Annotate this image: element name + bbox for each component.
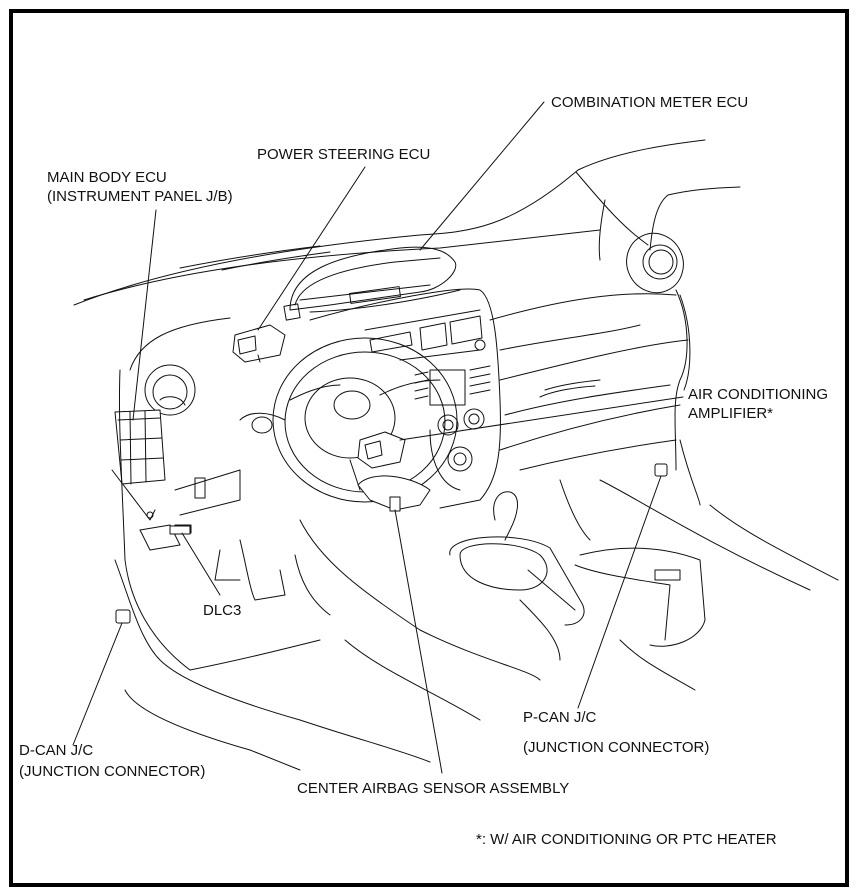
p-can-junction-connector (654, 463, 668, 477)
leader-center-airbag (394, 509, 443, 774)
leader-dlc3 (181, 532, 221, 596)
main-body-ecu (111, 317, 231, 521)
dashboard-outline (73, 139, 741, 471)
label-center-airbag-sensor: CENTER AIRBAG SENSOR ASSEMBLY (297, 780, 570, 797)
dlc3-connector (169, 525, 191, 535)
leader-lines (72, 101, 684, 774)
leader-air-conditioning (399, 396, 684, 441)
center-console (449, 439, 839, 691)
leader-combination-meter (419, 101, 545, 251)
label-p-can-jc: P-CAN J/C (523, 709, 597, 726)
steering-wheel (239, 337, 458, 503)
label-instrument-panel-jb: (INSTRUMENT PANEL J/B) (47, 188, 233, 205)
d-can-junction-connector (115, 609, 131, 624)
label-p-can-junction-connector: (JUNCTION CONNECTOR) (523, 739, 710, 756)
leader-main-body (132, 209, 157, 421)
label-power-steering-ecu: POWER STEERING ECU (257, 146, 431, 163)
power-steering-ecu (232, 324, 286, 363)
combination-meter-ecu (283, 246, 461, 321)
leader-d-can (72, 622, 123, 746)
lower-dash-panel (114, 369, 541, 771)
label-combination-meter-ecu: COMBINATION METER ECU (551, 94, 749, 111)
label-d-can-junction-connector: (JUNCTION CONNECTOR) (19, 763, 206, 780)
label-dlc3: DLC3 (203, 602, 242, 619)
label-main-body-ecu: MAIN BODY ECU (47, 169, 167, 186)
label-air-conditioning: AIR CONDITIONING (688, 386, 829, 403)
footnote: *: W/ AIR CONDITIONING OR PTC HEATER (476, 831, 777, 848)
leader-p-can (577, 475, 662, 709)
center-stack (309, 288, 501, 509)
label-d-can-jc: D-CAN J/C (19, 742, 94, 759)
leader-power-steering (257, 166, 366, 331)
label-amplifier: AMPLIFIER* (688, 405, 774, 422)
air-conditioning-amplifier (357, 431, 406, 469)
center-airbag-sensor (357, 475, 431, 512)
